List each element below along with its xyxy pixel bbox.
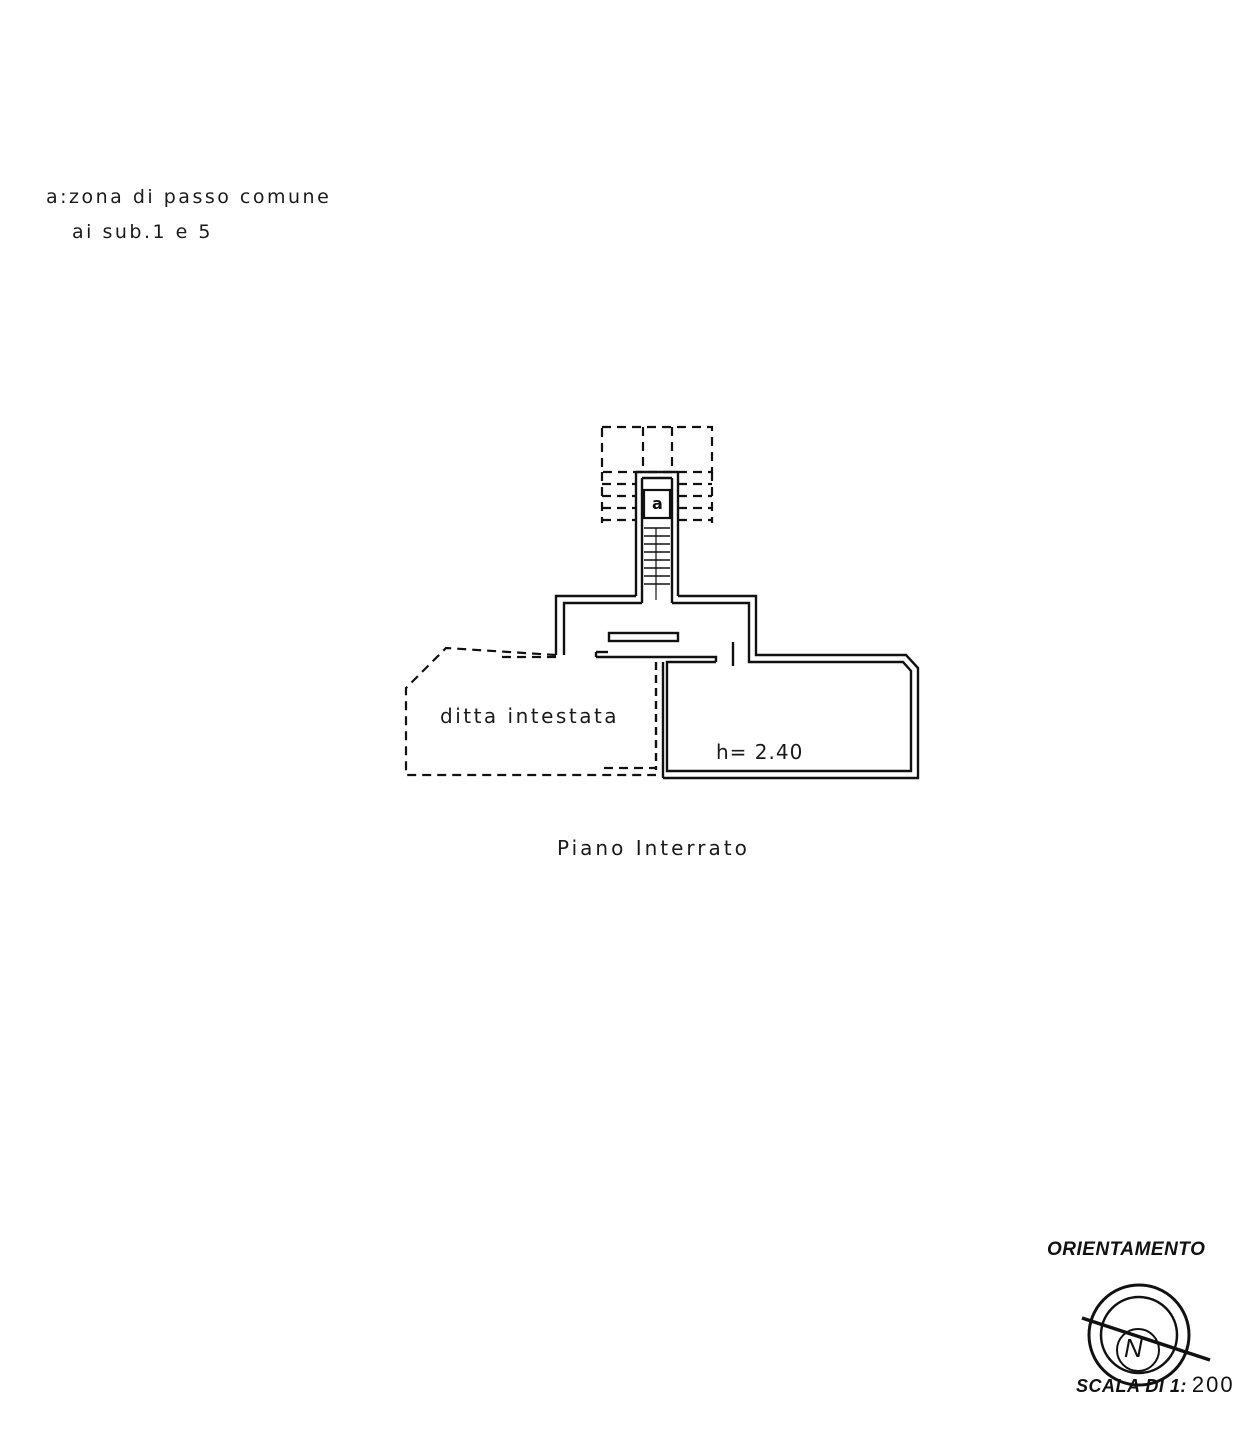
- orientation-title: ORIENTAMENTO: [1047, 1239, 1206, 1260]
- room-label-left: ditta intestata: [440, 704, 620, 728]
- plan-title: Piano Interrato: [557, 836, 750, 860]
- room-height-label: h= 2.40: [716, 740, 804, 764]
- scale-value: 200: [1191, 1372, 1235, 1397]
- north-letter: N: [1124, 1333, 1143, 1363]
- common-area-marker: a: [652, 494, 663, 513]
- legend-line-2: ai sub.1 e 5: [72, 221, 213, 243]
- scale-label-text: SCALA DI 1:: [1076, 1376, 1187, 1396]
- lobby-walls: [554, 594, 920, 780]
- left-room-outline: [404, 646, 656, 777]
- scale-label: SCALA DI 1: 200: [1076, 1372, 1235, 1398]
- partition-wall: [654, 662, 665, 778]
- stair-treads: [644, 527, 670, 600]
- legend-line-1: a:zona di passo comune: [46, 186, 332, 208]
- stairwell-walls: [634, 470, 680, 603]
- common-area-marker-box: [642, 488, 672, 520]
